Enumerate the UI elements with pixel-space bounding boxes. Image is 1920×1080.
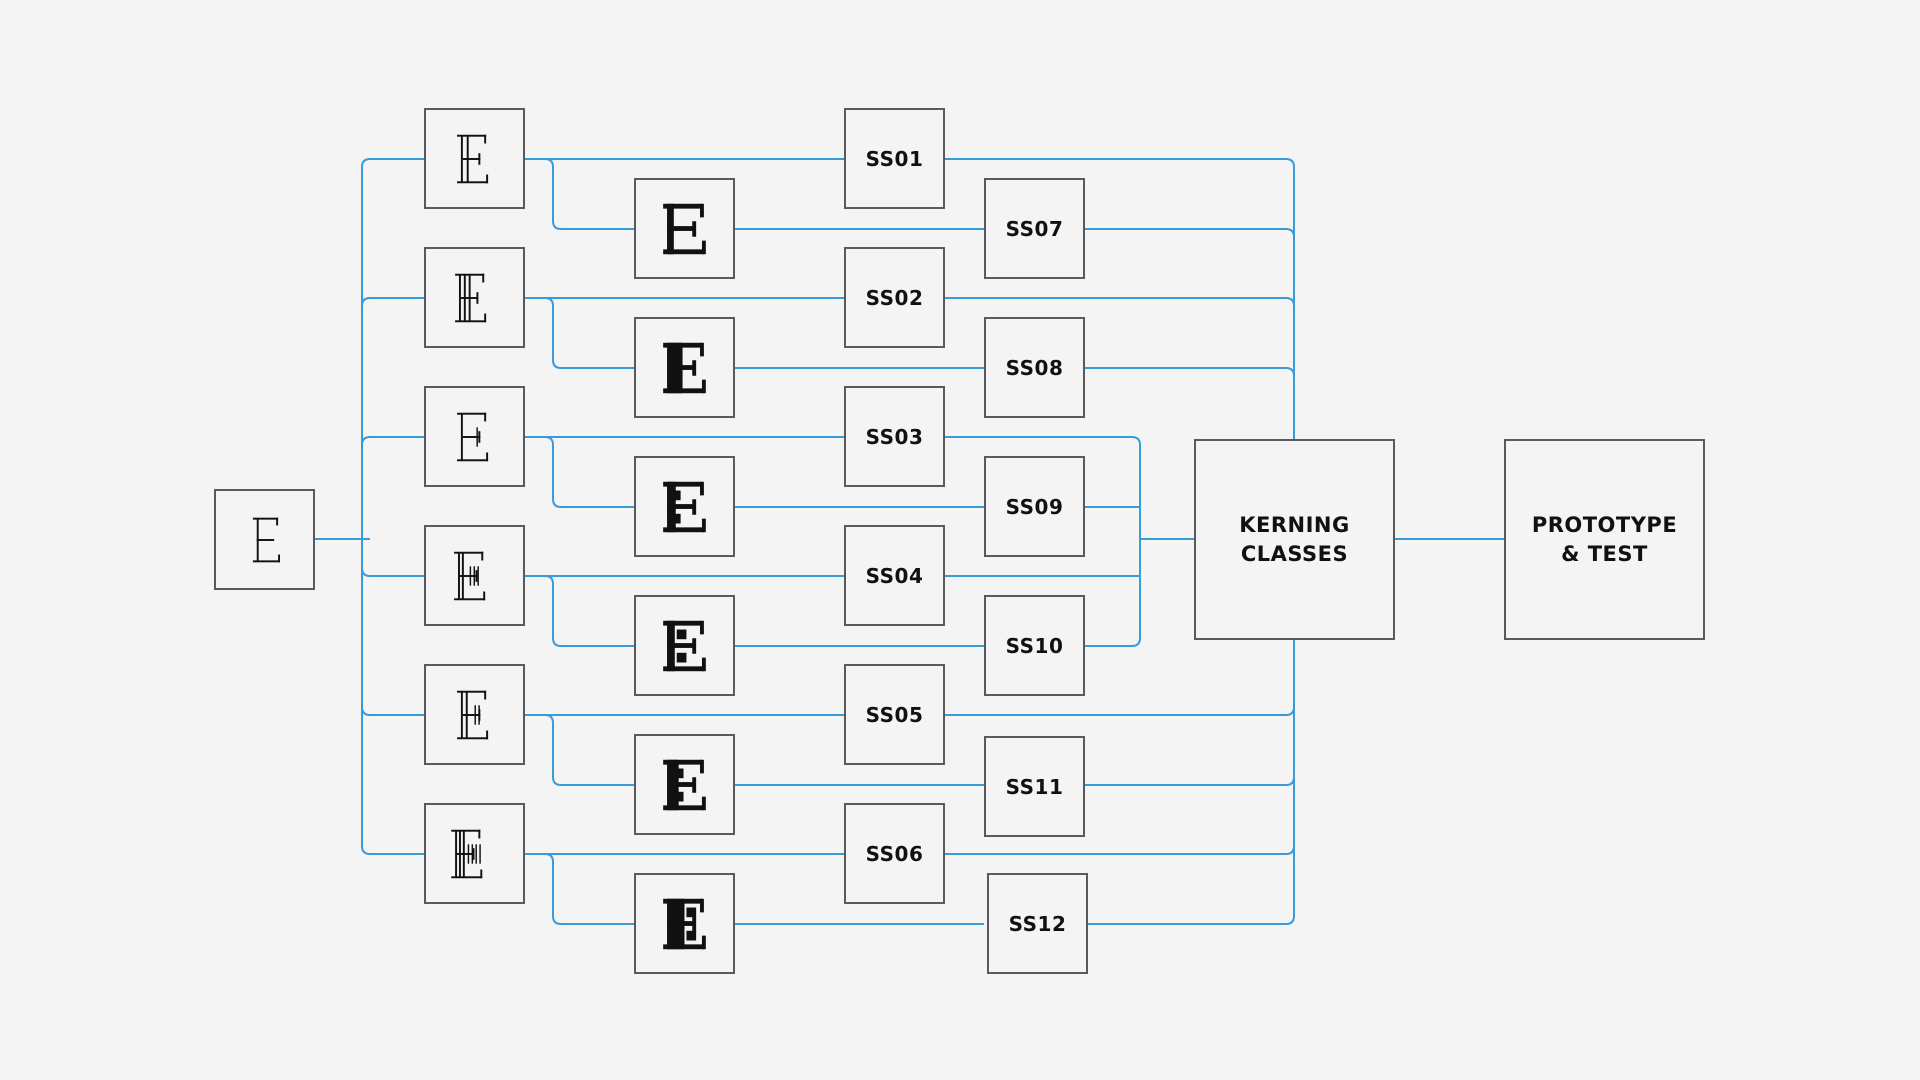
stylistic-set-node-ss10: SS10 — [984, 595, 1085, 696]
e-glyph-icon — [454, 551, 486, 600]
stylistic-set-node-ss04: SS04 — [844, 525, 945, 626]
stylistic-set-label: SS02 — [865, 285, 924, 310]
stylistic-set-node-ss06: SS06 — [844, 803, 945, 904]
weight-to-bold — [544, 575, 634, 647]
set-to-kerning — [1085, 776, 1295, 786]
stylistic-set-label: SS01 — [865, 146, 924, 171]
stylistic-set-label: SS07 — [1005, 216, 1064, 241]
bold-glyph-node-1 — [634, 178, 735, 279]
stylistic-set-label: SS05 — [865, 702, 924, 727]
set-to-kerning — [1085, 228, 1295, 238]
prototype-test-node: PROTOTYPE & TEST — [1504, 439, 1705, 640]
stylistic-set-node-ss02: SS02 — [844, 247, 945, 348]
stylistic-set-label: SS04 — [865, 563, 924, 588]
bold-e-glyph-icon — [663, 342, 706, 393]
stylistic-set-node-ss01: SS01 — [844, 108, 945, 209]
stylistic-set-label: SS12 — [1008, 911, 1067, 936]
bold-glyph-node-3 — [634, 456, 735, 557]
trunk-branch — [361, 436, 424, 446]
root-glyph-node — [214, 489, 315, 590]
stylistic-set-node-ss05: SS05 — [844, 664, 945, 765]
kerning-classes-label: KERNING CLASSES — [1239, 512, 1350, 566]
set-to-kerning — [945, 706, 1295, 716]
weight-to-bold — [544, 714, 634, 786]
trunk-branch — [361, 297, 424, 307]
weight-glyph-node-1 — [424, 108, 525, 209]
weight-glyph-node-3 — [424, 386, 525, 487]
stylistic-set-label: SS08 — [1005, 355, 1064, 380]
stylistic-set-node-ss09: SS09 — [984, 456, 1085, 557]
weight-glyph-node-6 — [424, 803, 525, 904]
stylistic-set-label: SS09 — [1005, 494, 1064, 519]
weight-glyph-node-4 — [424, 525, 525, 626]
e-glyph-icon — [451, 829, 483, 878]
set-to-subbus — [1085, 637, 1141, 647]
prototype-test-label: PROTOTYPE & TEST — [1531, 512, 1678, 566]
stylistic-set-node-ss07: SS07 — [984, 178, 1085, 279]
bold-e-glyph-icon — [663, 203, 706, 254]
stylistic-set-label: SS11 — [1005, 774, 1064, 799]
weight-to-bold — [544, 297, 634, 369]
kerning-classes-node: KERNING CLASSES — [1194, 439, 1395, 640]
weight-to-bold — [544, 436, 634, 508]
weight-to-bold — [544, 158, 634, 230]
trunk-branch — [361, 158, 424, 168]
e-glyph-icon — [455, 273, 487, 322]
weight-glyph-node-2 — [424, 247, 525, 348]
e-glyph-icon — [457, 412, 489, 461]
bold-glyph-node-6 — [634, 873, 735, 974]
weight-to-bold — [544, 853, 634, 925]
e-glyph-icon — [457, 134, 489, 183]
trunk-branch — [361, 845, 424, 855]
stylistic-set-label: SS06 — [865, 841, 924, 866]
bold-glyph-node-4 — [634, 595, 735, 696]
root-e-glyph-icon — [252, 517, 281, 562]
stylistic-set-label: SS10 — [1005, 633, 1064, 658]
trunk-branch — [361, 567, 424, 577]
set-to-kerning — [945, 845, 1295, 855]
bold-e-glyph-icon — [663, 898, 706, 949]
bold-e-glyph-icon — [663, 620, 706, 671]
bold-glyph-node-2 — [634, 317, 735, 418]
set-to-kerning — [945, 158, 1295, 168]
e-glyph-icon — [457, 690, 489, 739]
weight-glyph-node-5 — [424, 664, 525, 765]
set-to-subbus — [945, 436, 1141, 446]
stylistic-set-node-ss12: SS12 — [987, 873, 1088, 974]
set-to-kerning — [945, 297, 1295, 307]
set-to-kerning — [1085, 367, 1295, 377]
stylistic-set-node-ss08: SS08 — [984, 317, 1085, 418]
bold-e-glyph-icon — [663, 481, 706, 532]
bold-glyph-node-5 — [634, 734, 735, 835]
trunk-branch — [361, 706, 424, 716]
set-to-kerning — [1085, 915, 1295, 925]
bold-e-glyph-icon — [663, 759, 706, 810]
stylistic-set-label: SS03 — [865, 424, 924, 449]
stylistic-set-node-ss03: SS03 — [844, 386, 945, 487]
stylistic-set-node-ss11: SS11 — [984, 736, 1085, 837]
